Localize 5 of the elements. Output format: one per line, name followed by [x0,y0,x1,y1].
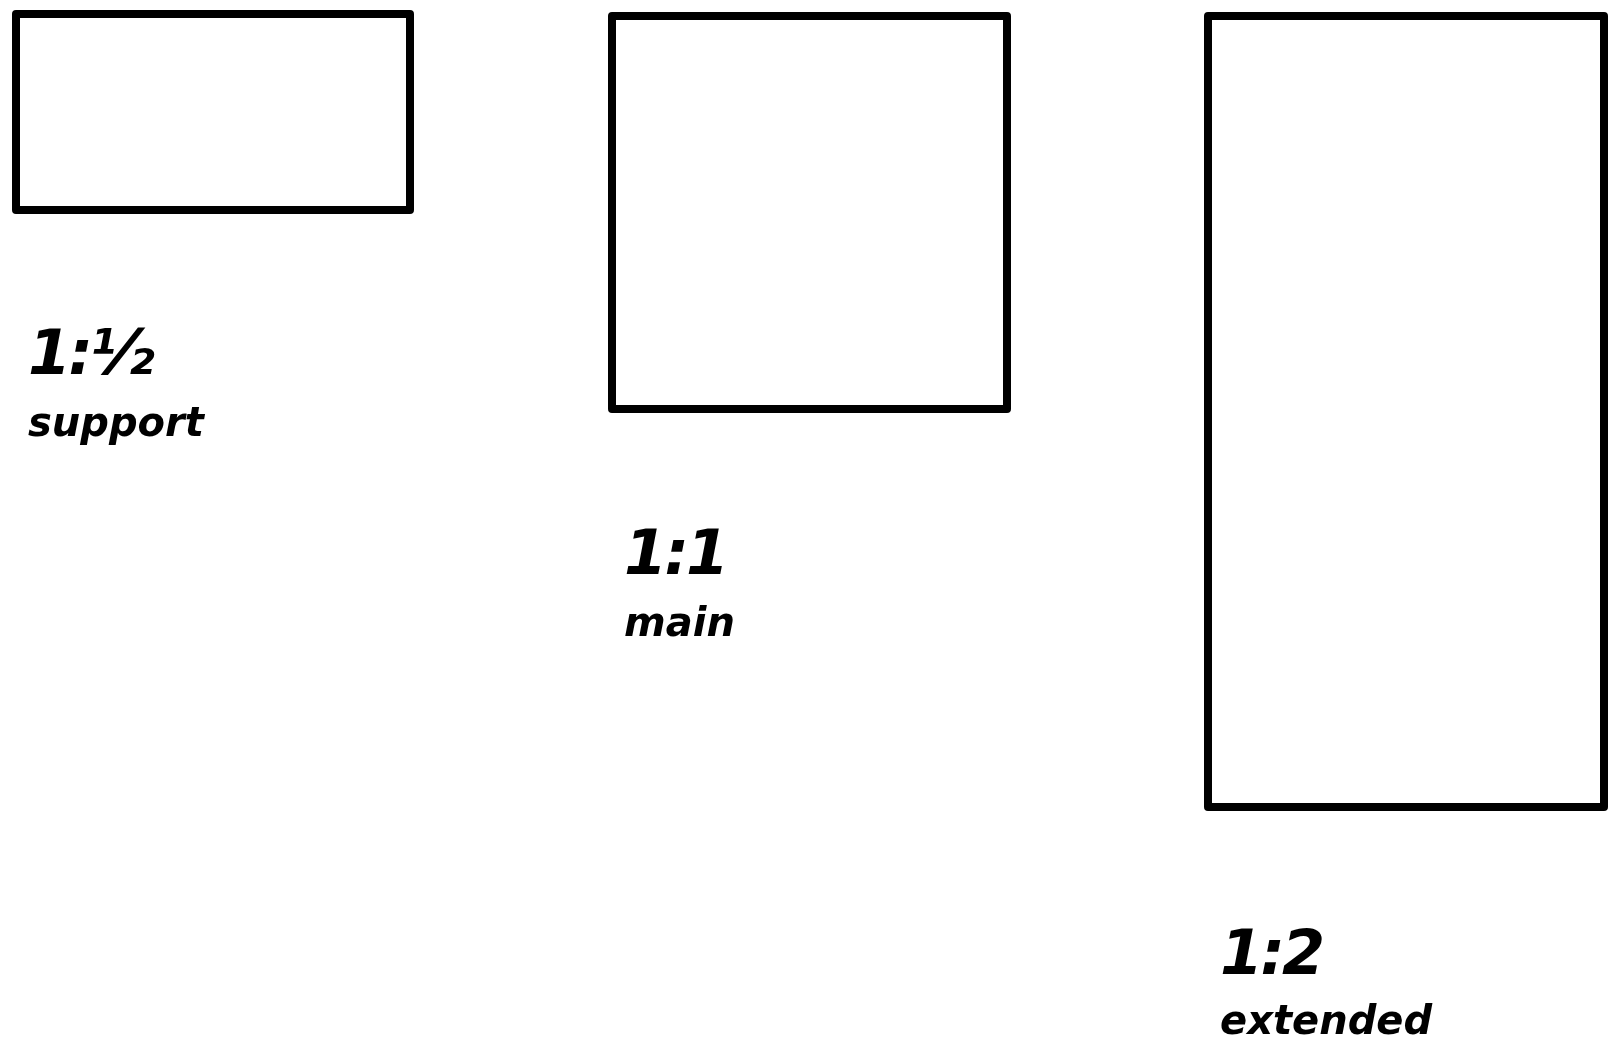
ratio-label: 1:1 [624,522,727,584]
role-label: main [624,602,735,642]
role-label: extended [1220,1000,1433,1040]
ratio-label: 1:2 [1220,922,1323,984]
ratio-label: 1:½ [28,322,152,384]
